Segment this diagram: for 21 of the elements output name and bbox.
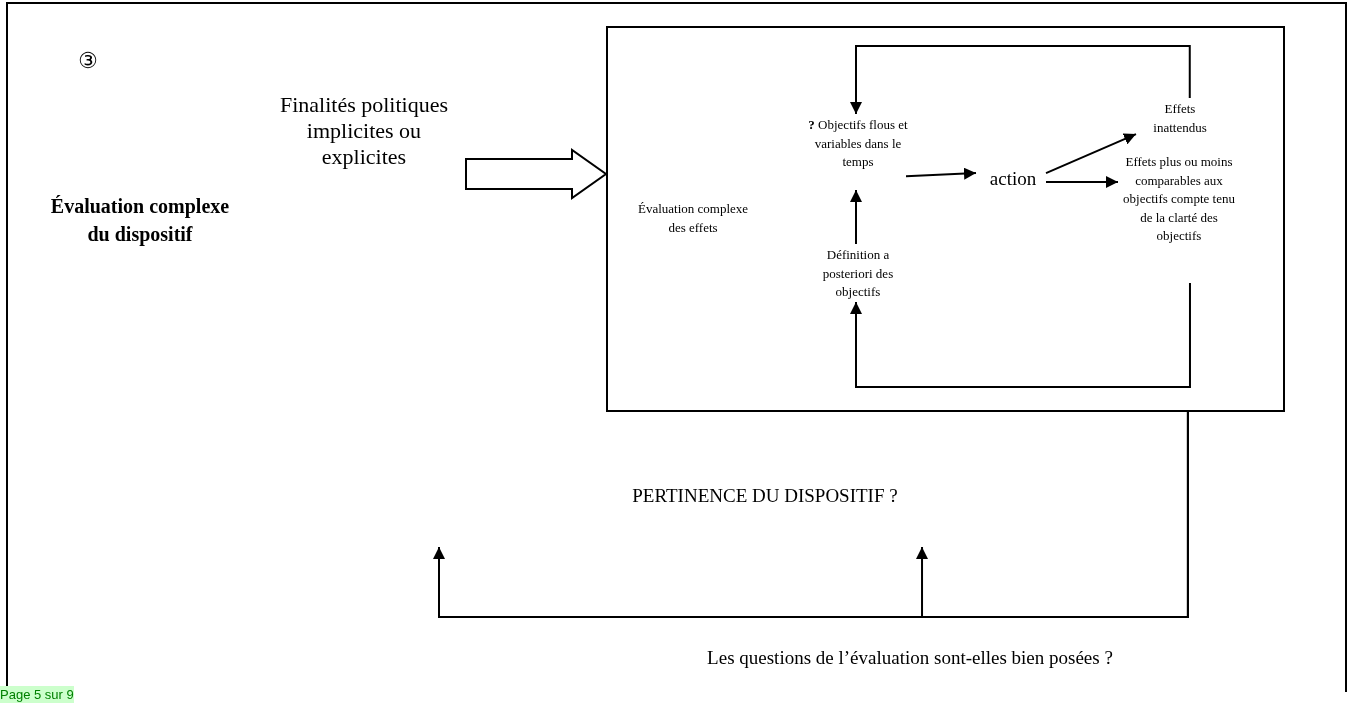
question-text: PERTINENCE DU DISPOSITIF ? bbox=[560, 484, 970, 547]
definition-text: Définition a posteriori des objectifs bbox=[808, 246, 908, 304]
arrow bbox=[850, 189, 862, 245]
process-frame bbox=[606, 26, 1285, 412]
page-number: Page 5 sur 9 bbox=[0, 686, 74, 703]
arrow bbox=[905, 167, 977, 180]
step-number: ③ bbox=[78, 47, 98, 75]
action-text: action bbox=[978, 166, 1048, 192]
arrow bbox=[1045, 176, 1119, 188]
effects-text: Effets inattendus bbox=[1138, 100, 1222, 138]
frame-text: Évaluation complexe des effets bbox=[636, 200, 750, 237]
objectives-text: ? Objectifs flous et variables dans le temps bbox=[808, 116, 908, 192]
arrow bbox=[850, 282, 1191, 388]
effects-text: Effets plus ou moins comparables aux objectifs compte tenu de la clarté des objectifs bbox=[1120, 153, 1238, 285]
block-arrow bbox=[465, 148, 608, 200]
question-text: Les questions de l’évaluation sont-elles bien posées ? bbox=[706, 646, 1114, 670]
section-title: Évaluation complexe du dispositif bbox=[50, 194, 230, 248]
arrow bbox=[916, 411, 1189, 618]
arrow bbox=[1045, 133, 1137, 175]
source-text: Finalités politiques implicites ou explicites bbox=[262, 92, 466, 192]
arrow bbox=[850, 45, 1191, 115]
